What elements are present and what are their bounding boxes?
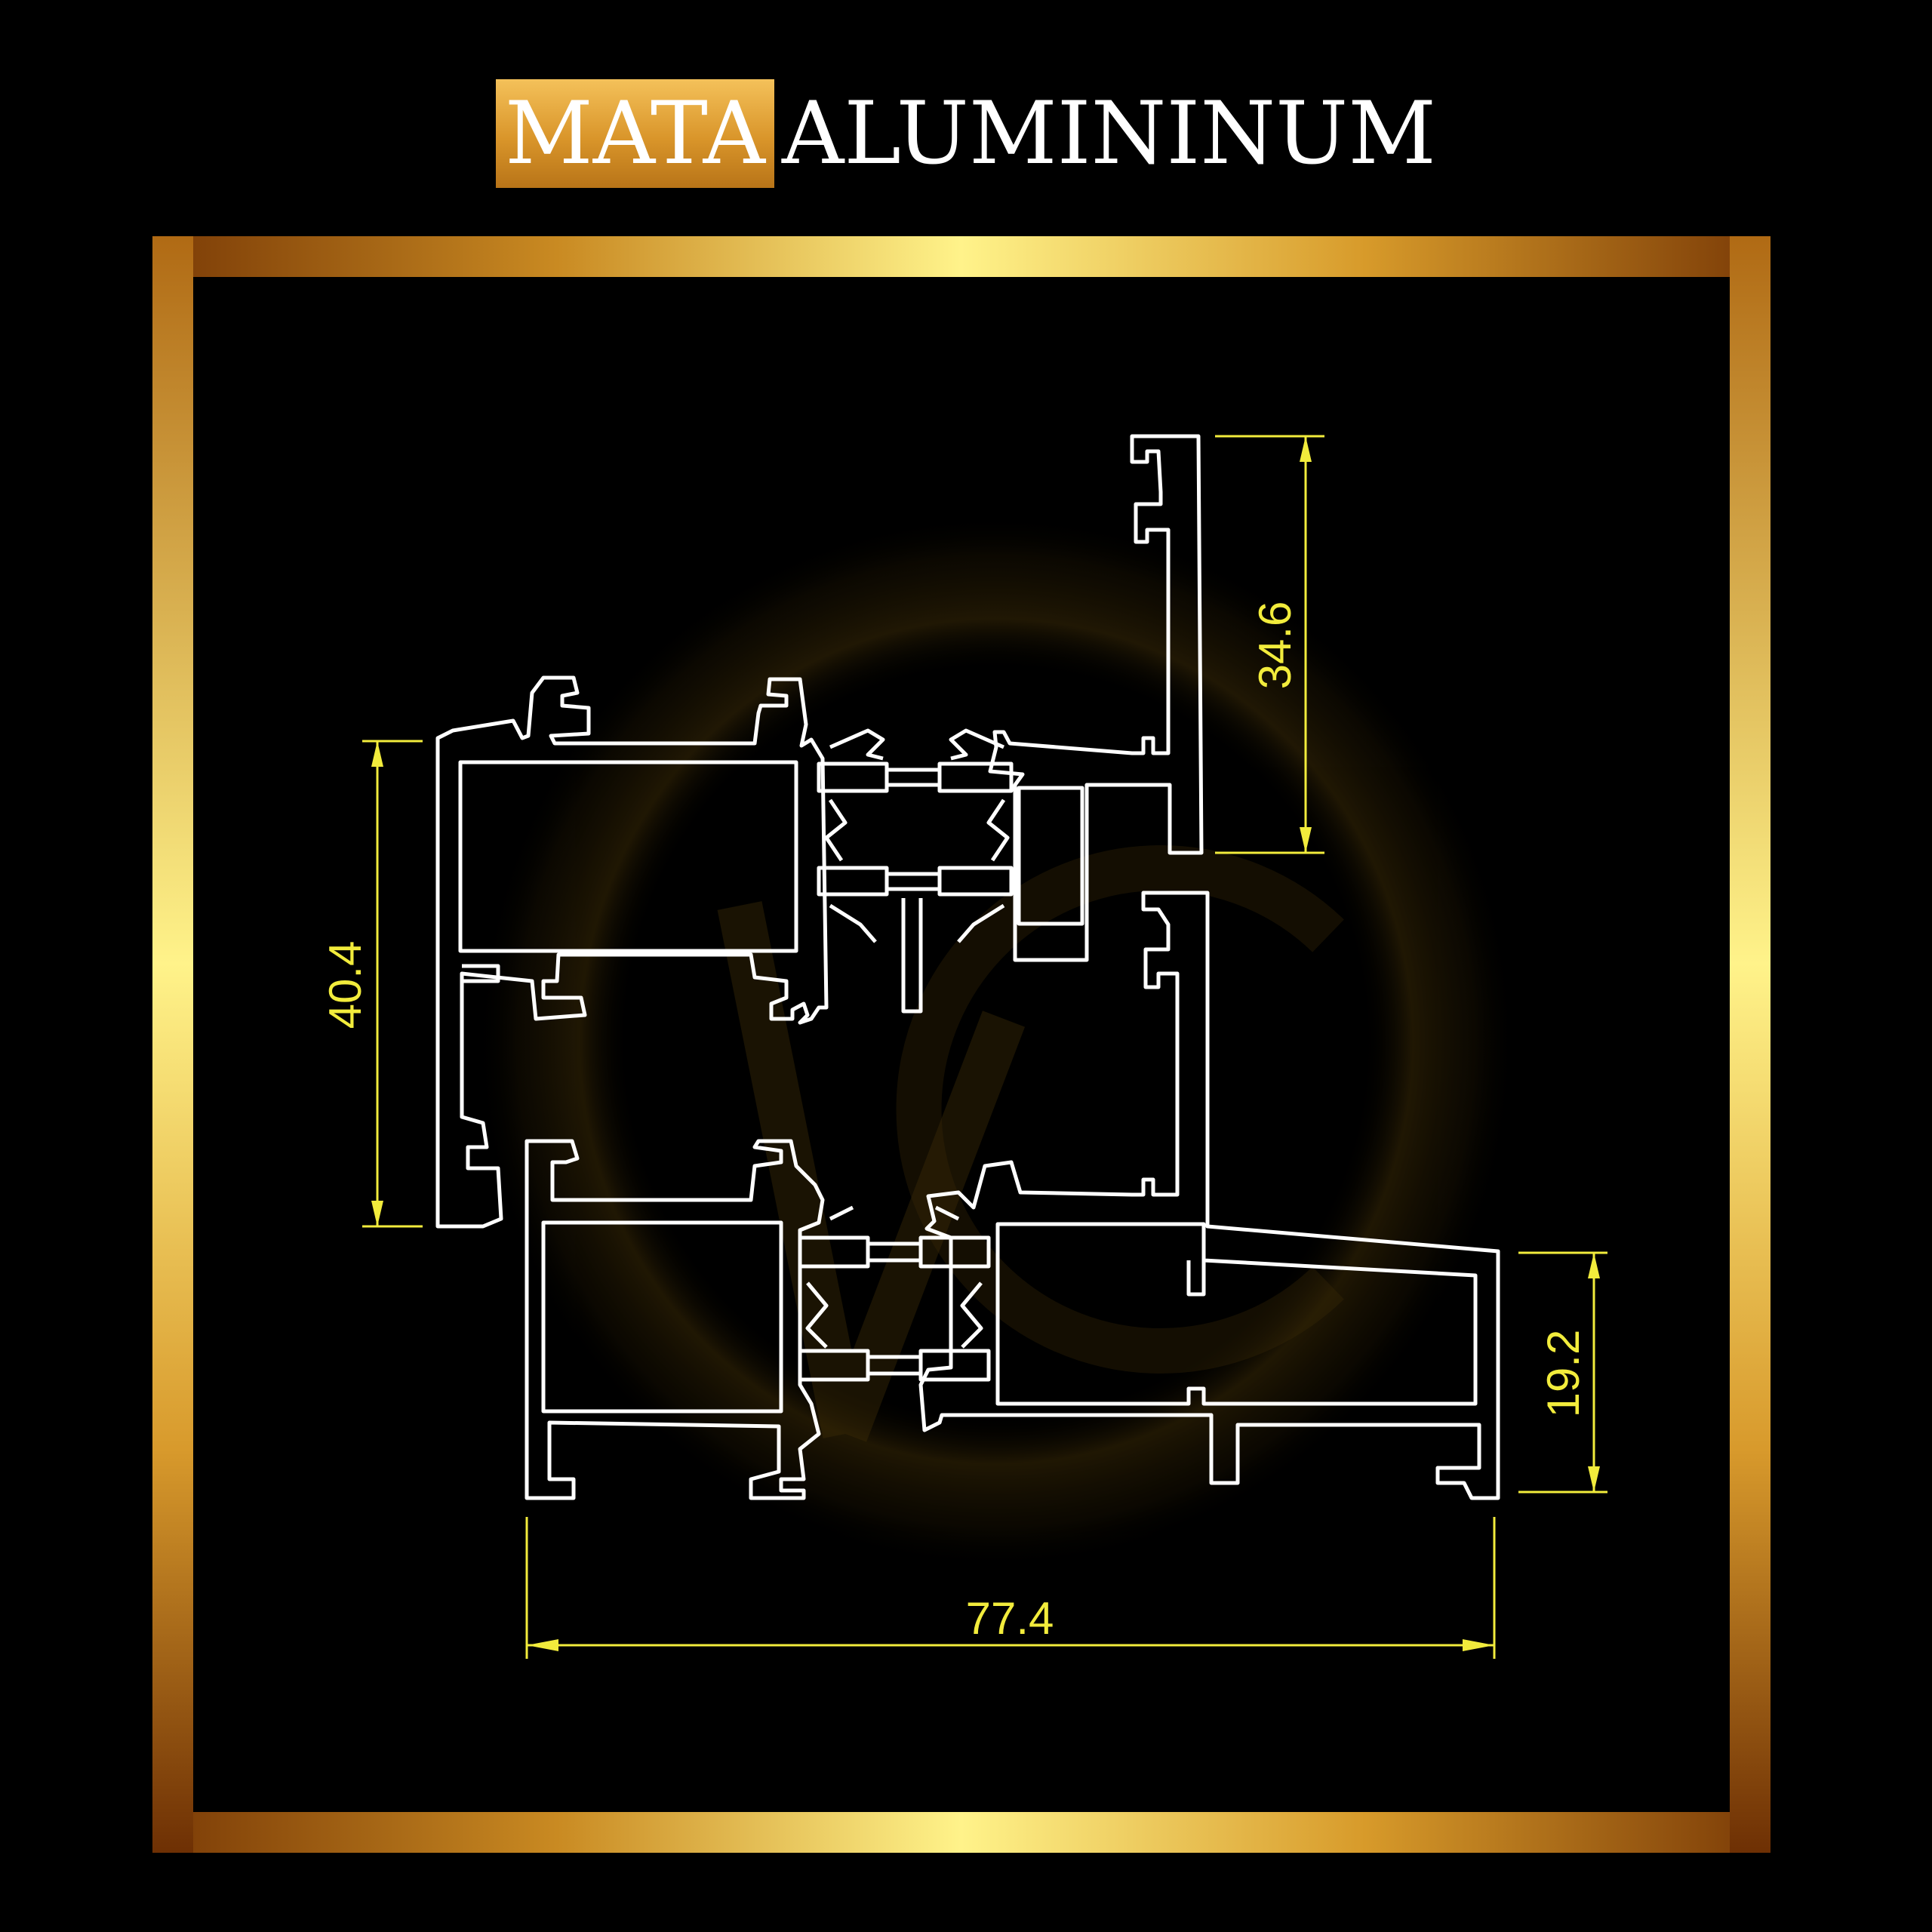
left-sash-chamber-top <box>458 760 798 953</box>
dimension-label-top-right: 34.6 <box>1250 601 1300 690</box>
gold-frame <box>152 236 1770 1853</box>
brand-highlight: MATA <box>496 79 774 188</box>
thermal-break-lower <box>798 1205 991 1382</box>
left-sash-profile <box>435 675 829 1229</box>
top-frame-profile <box>988 434 1204 962</box>
bottom-sash-profile <box>525 1139 825 1500</box>
right-frame-chamber <box>995 1222 1478 1406</box>
watermark-logo <box>475 513 1517 1570</box>
brand-name: ALUMININUM <box>781 83 1436 183</box>
aluminum-profile <box>435 434 1500 1500</box>
dimension-label-bottom: 77.4 <box>966 1593 1054 1644</box>
thermal-break-upper <box>817 728 1014 1014</box>
dimension-label-right: 19.2 <box>1538 1330 1589 1418</box>
left-sash-chamber-mid <box>462 964 500 983</box>
right-frame-profile <box>918 891 1500 1500</box>
dimension-lines <box>362 435 1607 1659</box>
bottom-sash-chamber <box>541 1220 783 1414</box>
dimension-label-left: 40.4 <box>320 941 371 1029</box>
top-frame-chamber <box>1017 786 1084 926</box>
